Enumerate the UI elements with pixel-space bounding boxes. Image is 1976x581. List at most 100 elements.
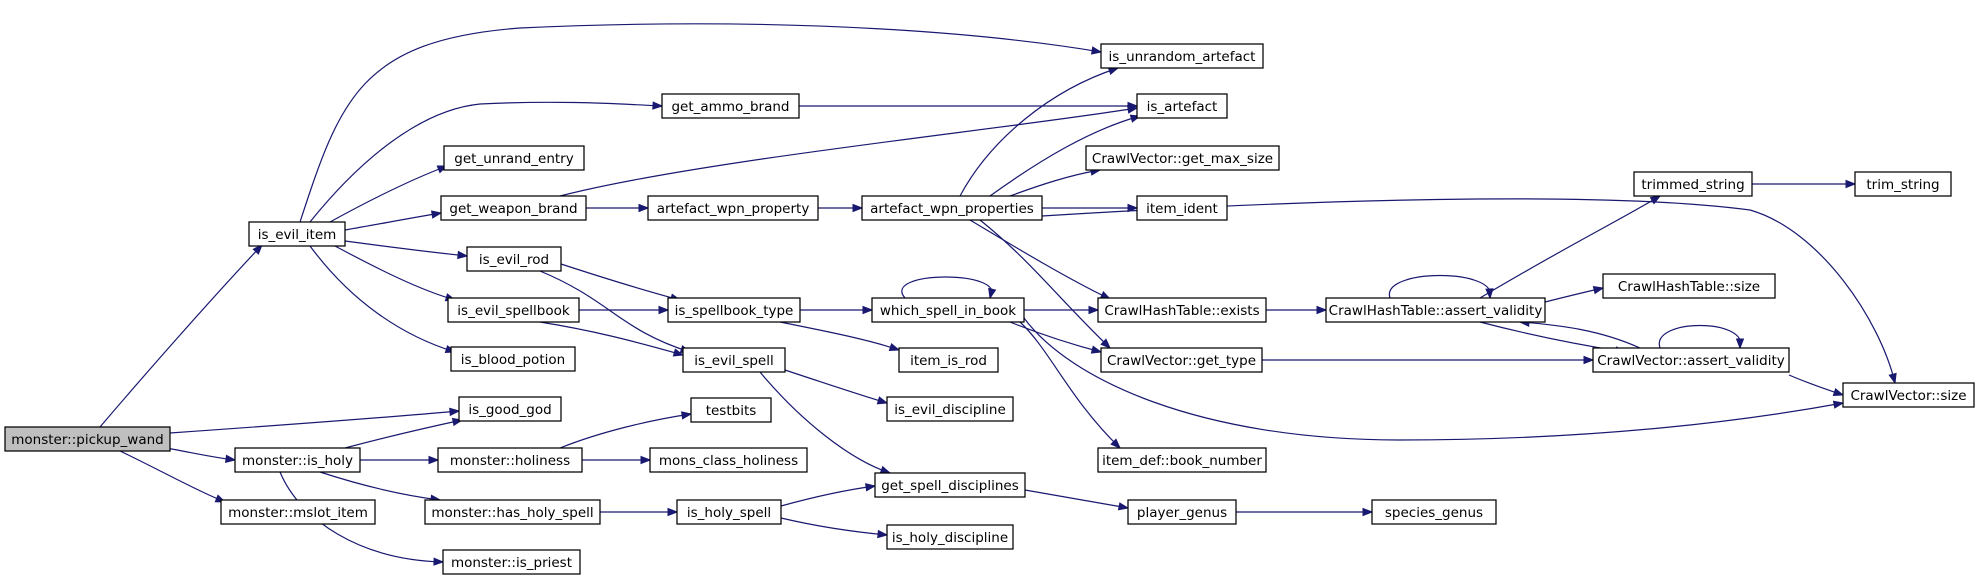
node-player-genus[interactable]: player_genus — [1127, 499, 1237, 525]
edge-artefact_wpn_properties-to-item_ident — [1041, 203, 1139, 213]
edge-line — [334, 245, 456, 301]
node-is-artefact[interactable]: is_artefact — [1136, 93, 1228, 119]
node-cht-exists[interactable]: CrawlHashTable::exists — [1097, 297, 1267, 323]
node-trim-string[interactable]: trim_string — [1854, 171, 1952, 197]
edge-line — [1009, 169, 1101, 197]
node-get-spell-disciplines[interactable]: get_spell_disciplines — [874, 472, 1026, 498]
edge-line — [1658, 325, 1742, 349]
edge-arrowhead — [640, 455, 652, 465]
edge-which_spell_in_book-to-cv_get_type — [1009, 321, 1103, 354]
node-artefact-wpn-property[interactable]: artefact_wpn_property — [647, 195, 819, 221]
node-label: monster::has_holy_spell — [431, 505, 593, 521]
node-is-unrandom-artefact[interactable]: is_unrandom_artefact — [1100, 43, 1264, 69]
edge-artefact_wpn_property-to-artefact_wpn_properties — [817, 203, 864, 213]
edge-arrowhead — [1088, 305, 1100, 315]
edge-arrowhead — [658, 305, 670, 315]
node-box — [1325, 297, 1546, 323]
node-box — [1136, 93, 1228, 119]
node-label: species_genus — [1385, 505, 1483, 521]
node-label: CrawlVector::get_max_size — [1092, 151, 1273, 167]
node-is-good-god[interactable]: is_good_god — [458, 396, 562, 422]
node-which-spell-in-book[interactable]: which_spell_in_book — [871, 297, 1025, 323]
node-artefact-wpn-properties[interactable]: artefact_wpn_properties — [861, 195, 1043, 221]
node-is-evil-item[interactable]: is_evil_item — [248, 221, 346, 247]
edge-arrowhead — [879, 465, 892, 474]
edge-line — [344, 240, 468, 257]
edge-which_spell_in_book-to-which_spell_in_book — [901, 276, 997, 300]
node-cv-assert-validity[interactable]: CrawlVector::assert_validity — [1592, 347, 1790, 373]
node-label: CrawlHashTable::assert_validity — [1329, 303, 1543, 319]
node-is-blood-potion[interactable]: is_blood_potion — [450, 346, 576, 372]
node-is-evil-spell[interactable]: is_evil_spell — [682, 347, 786, 373]
node-cv-size[interactable]: CrawlVector::size — [1842, 382, 1975, 408]
node-cht-assert-validity[interactable]: CrawlHashTable::assert_validity — [1325, 297, 1546, 323]
node-label: monster::holiness — [450, 453, 570, 469]
edge-arrowhead — [1100, 338, 1111, 349]
node-is-evil-discipline[interactable]: is_evil_discipline — [886, 396, 1014, 422]
edge-arrowhead — [888, 343, 901, 352]
edge-player_genus-to-species_genus — [1235, 507, 1374, 517]
node-item-def-book-number[interactable]: item_def::book_number — [1097, 447, 1267, 473]
edge-cv_get_type-to-cv_assert_validity — [1262, 355, 1595, 365]
node-box — [248, 221, 346, 247]
edge-line — [539, 270, 691, 353]
edge-which_spell_in_book-to-item_def_book_number — [1019, 321, 1121, 449]
node-testbits[interactable]: testbits — [690, 397, 772, 423]
node-label: CrawlHashTable::size — [1618, 279, 1760, 295]
node-trimmed-string[interactable]: trimmed_string — [1633, 171, 1753, 197]
edge-arrowhead — [1888, 372, 1897, 385]
node-species-genus[interactable]: species_genus — [1371, 499, 1497, 525]
node-is-holy-discipline[interactable]: is_holy_discipline — [886, 524, 1014, 550]
node-is-evil-rod[interactable]: is_evil_rod — [466, 246, 562, 272]
node-box — [886, 396, 1014, 422]
edge-which_spell_in_book-to-cv_size — [1023, 317, 1845, 441]
edge-line — [1041, 198, 1896, 384]
edge-line — [989, 115, 1141, 197]
node-is-evil-spellbook[interactable]: is_evil_spellbook — [447, 297, 580, 323]
node-box — [676, 499, 782, 525]
edge-line — [344, 212, 442, 231]
edge-line — [759, 371, 891, 474]
node-item-is-rod[interactable]: item_is_rod — [898, 347, 999, 373]
node-box — [1100, 43, 1264, 69]
edge-is_evil_item-to-is_evil_rod — [344, 240, 469, 260]
node-get-weapon-brand[interactable]: get_weapon_brand — [440, 195, 587, 221]
edge-get_spell_disciplines-to-player_genus — [1024, 489, 1130, 511]
node-is-spellbook-type[interactable]: is_spellbook_type — [667, 297, 801, 323]
node-is-holy-spell[interactable]: is_holy_spell — [676, 499, 782, 525]
edge-line — [1019, 321, 1121, 449]
node-box — [647, 195, 819, 221]
node-cht-size[interactable]: CrawlHashTable::size — [1602, 273, 1776, 299]
edge-line — [559, 107, 1138, 197]
node-box — [667, 297, 801, 323]
edge-arrowhead — [1592, 285, 1605, 295]
node-box — [466, 246, 562, 272]
edge-arrowhead — [457, 250, 469, 260]
node-label: is_evil_item — [258, 227, 337, 243]
node-m-is-priest[interactable]: monster::is_priest — [442, 549, 581, 575]
node-m-holiness[interactable]: monster::holiness — [437, 447, 583, 473]
edge-cht_assert_validity-to-cht_size — [1544, 285, 1605, 303]
node-label: is_spellbook_type — [675, 303, 794, 319]
node-label: mons_class_holiness — [659, 453, 798, 469]
edge-is_evil_item-to-get_unrand_entry — [329, 165, 449, 223]
node-item-ident[interactable]: item_ident — [1136, 195, 1228, 221]
node-m-is-holy[interactable]: monster::is_holy — [234, 447, 361, 473]
node-cv-get-type[interactable]: CrawlVector::get_type — [1100, 347, 1263, 373]
edge-cht_assert_validity-to-trimmed_string — [1479, 195, 1662, 299]
edge-arrowhead — [1127, 203, 1139, 213]
node-box — [649, 447, 808, 473]
edge-which_spell_in_book-to-cht_exists — [1024, 305, 1100, 315]
edge-m_is_holy-to-m_is_priest — [279, 471, 445, 566]
node-get-unrand-entry[interactable]: get_unrand_entry — [443, 145, 585, 171]
node-mons-class-holiness[interactable]: mons_class_holiness — [649, 447, 808, 473]
edge-is_evil_spellbook-to-is_evil_spell — [539, 321, 685, 357]
edge-arrowhead — [1090, 46, 1103, 55]
node-pickup-wand[interactable]: monster::pickup_wand — [4, 426, 171, 452]
node-cv-get-max-size[interactable]: CrawlVector::get_max_size — [1085, 145, 1280, 171]
node-mslot-item[interactable]: monster::mslot_item — [220, 499, 376, 525]
node-m-has-holy-spell[interactable]: monster::has_holy_spell — [424, 499, 601, 525]
node-box — [1136, 195, 1228, 221]
node-get-ammo-brand[interactable]: get_ammo_brand — [661, 93, 800, 119]
